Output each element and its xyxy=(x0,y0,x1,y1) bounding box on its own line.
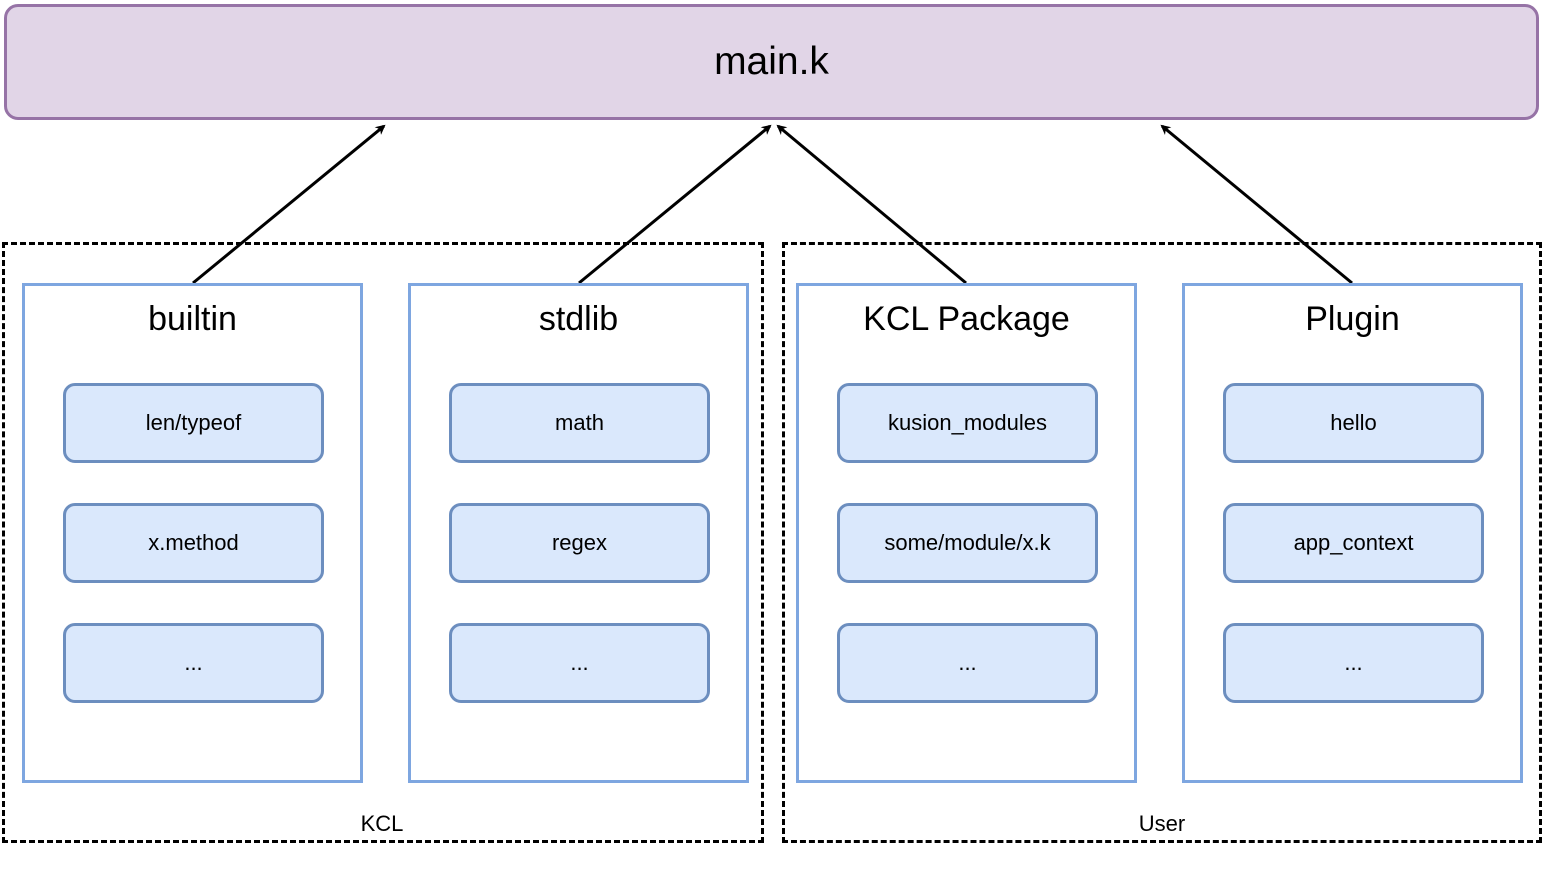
group-kcl-label: KCL xyxy=(360,811,404,836)
item-len-typeof: len/typeof xyxy=(63,383,324,463)
item-x-method: x.method xyxy=(63,503,324,583)
item-more: ... xyxy=(1223,623,1484,703)
arrow-plugin-to-main xyxy=(1160,124,1353,285)
group-user xyxy=(782,242,1542,843)
module-stdlib: stdlib math regex ... xyxy=(408,283,749,783)
module-title: builtin xyxy=(148,300,237,338)
item-more: ... xyxy=(63,623,324,703)
module-builtin: builtin len/typeof x.method ... xyxy=(22,283,363,783)
arrow-kcl-package-to-main xyxy=(776,124,967,285)
item-more: ... xyxy=(449,623,710,703)
item-hello: hello xyxy=(1223,383,1484,463)
item-app-context: app_context xyxy=(1223,503,1484,583)
item-more: ... xyxy=(837,623,1098,703)
module-plugin: Plugin hello app_context ... xyxy=(1182,283,1523,783)
module-kcl-package: KCL Package kusion_modules some/module/x… xyxy=(796,283,1137,783)
item-regex: regex xyxy=(449,503,710,583)
arrow-stdlib-to-main xyxy=(578,124,772,285)
main-k-node: main.k xyxy=(4,4,1539,120)
item-math: math xyxy=(449,383,710,463)
arrow-builtin-to-main xyxy=(192,124,386,285)
module-title: Plugin xyxy=(1305,300,1400,338)
item-some-module-xk: some/module/x.k xyxy=(837,503,1098,583)
group-user-label: User xyxy=(1138,811,1186,836)
module-title: stdlib xyxy=(538,300,619,338)
module-title: KCL Package xyxy=(863,300,1070,338)
group-kcl xyxy=(2,242,764,843)
main-k-label: main.k xyxy=(714,40,829,83)
item-kusion-modules: kusion_modules xyxy=(837,383,1098,463)
